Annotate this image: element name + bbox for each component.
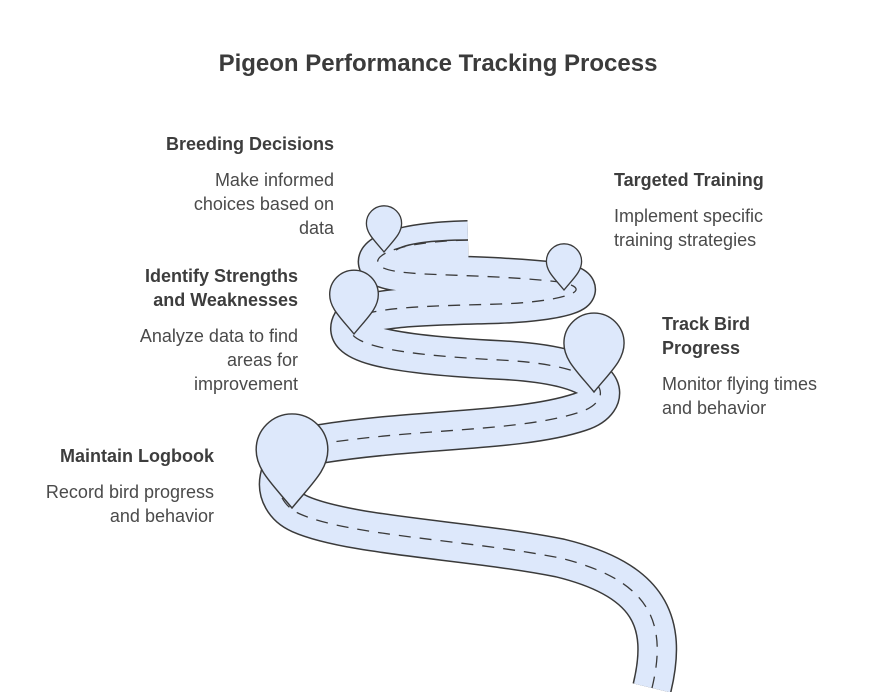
stage-description: Monitor flying times and behavior bbox=[662, 374, 818, 418]
road-center-line bbox=[278, 239, 658, 689]
stage-description: Record bird progress and behavior bbox=[45, 482, 214, 526]
stage-description: Analyze data to find areas for improveme… bbox=[139, 326, 298, 394]
stage-training: Targeted Training Implement specific tra… bbox=[614, 168, 814, 252]
stage-identify: Identify Strengths and Weaknesses Analyz… bbox=[98, 264, 298, 396]
stage-title: Identify Strengths and Weaknesses bbox=[144, 266, 298, 310]
stage-title: Breeding Decisions bbox=[165, 134, 334, 154]
stage-track: Track Bird Progress Monitor flying times… bbox=[662, 312, 852, 420]
road-end-line bbox=[395, 239, 469, 251]
marker-training bbox=[545, 243, 583, 292]
marker-track bbox=[563, 312, 625, 394]
diagram-title: Pigeon Performance Tracking Process bbox=[218, 50, 658, 77]
stage-breeding: Breeding Decisions Make informed choices… bbox=[114, 132, 334, 240]
stage-logbook: Maintain Logbook Record bird progress an… bbox=[14, 444, 214, 528]
stage-title: Targeted Training bbox=[614, 170, 764, 190]
stage-title: Track Bird Progress bbox=[662, 314, 751, 358]
marker-identify bbox=[328, 269, 380, 336]
stage-description: Implement specific training strategies bbox=[614, 206, 764, 250]
marker-logbook bbox=[255, 413, 329, 510]
stage-description: Make informed choices based on data bbox=[193, 170, 334, 238]
marker-breeding bbox=[365, 205, 403, 254]
stage-title: Maintain Logbook bbox=[60, 446, 214, 466]
